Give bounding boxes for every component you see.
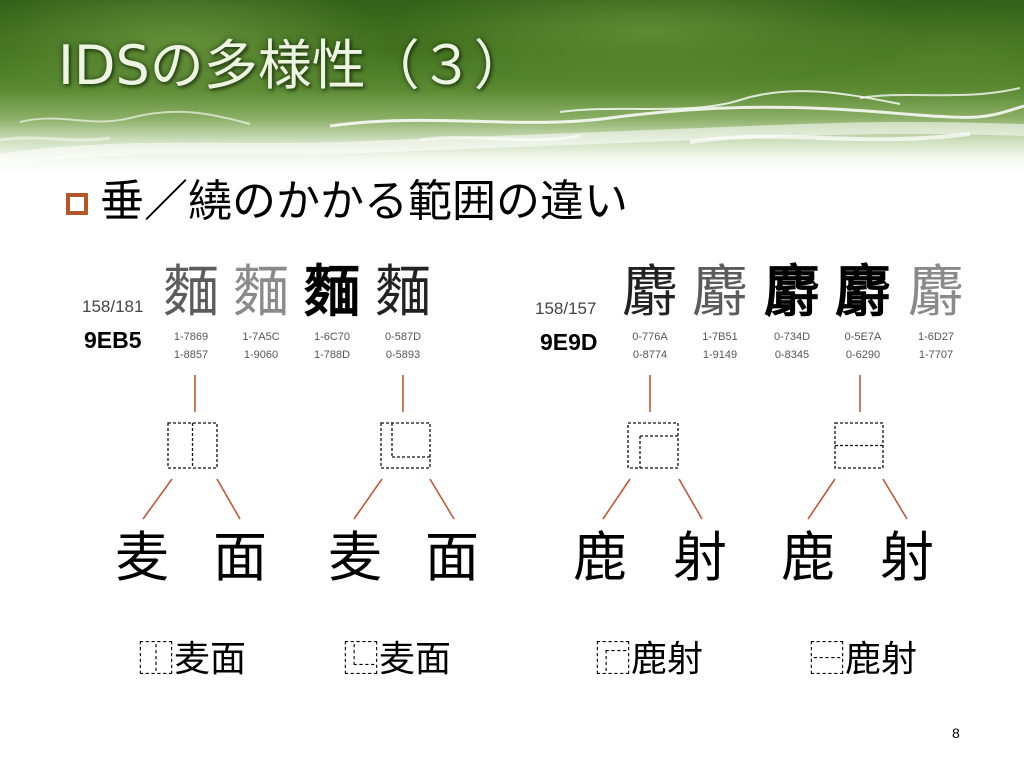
glyph-count-label: 158/157 [535,299,597,318]
component-char: 射 [673,526,727,589]
bullet-square-icon [66,193,88,215]
component-char: 鹿 [573,526,627,589]
glyph-variant: 麝 0-776A 0-8774 [615,262,685,364]
ids-tree [142,375,241,520]
glyph-code: 1-7869 [173,331,209,343]
tree-branch-line [353,478,383,520]
glyph-code: 1-7707 [918,349,954,361]
glyph-code: 1-8857 [173,349,209,361]
glyph-variant: 麵 0-587D 0-5893 [368,262,438,364]
glyph-variant: 麵 1-7A5C 1-9060 [226,262,296,364]
glyph-code: 1-7A5C [242,331,280,343]
glyph-code: 0-5E7A [844,331,882,343]
idc-surround-upper-left-icon [627,422,679,469]
idc-surround-lower-left-icon [380,422,431,469]
glyph-count-label: 158/181 [82,297,144,316]
banner-brush-strokes [0,87,1024,166]
glyph-image: 麵 [163,260,219,325]
ids-tree [807,375,908,520]
glyph-code: 0-8345 [774,349,810,361]
codepoint-label: 9EB5 [84,327,142,353]
glyph-code: 1-7B51 [702,331,738,343]
idc-above-below-icon [834,422,884,469]
glyph-code: 0-5893 [385,349,421,361]
glyph-code: 1-9060 [243,349,279,361]
glyph-code: 1-9149 [702,349,738,361]
tree-branch-line [807,478,836,520]
idc-left-right-icon [167,422,218,469]
glyph-code: 0-734D [773,331,811,343]
component-char: 麦 [115,526,169,589]
glyph-image: 麝 [908,260,964,325]
glyph-image: 麝 [764,260,820,325]
tree-branch-line [142,478,173,520]
glyph-image: 麝 [692,260,748,325]
glyph-variant: 麝 0-734D 0-8345 [757,262,827,364]
glyph-image: 麵 [375,260,431,325]
component-char: 面 [213,526,267,589]
glyph-code: 0-8774 [632,349,668,361]
ids-tree [602,375,703,520]
page-number: 8 [952,725,960,741]
ids-tree [353,375,455,520]
glyph-variant: 麝 1-7B51 1-9149 [685,262,755,364]
glyph-variant: 麵 1-7869 1-8857 [156,262,226,364]
codepoint-label: 9E9D [540,329,598,355]
ids-label: ⿰麦面 [138,639,247,680]
glyph-code: 1-788D [313,349,351,361]
glyph-image: 麵 [233,260,289,325]
tree-branch-line [678,478,703,520]
tree-branch-line [429,478,455,520]
component-char: 鹿 [781,526,835,589]
tree-branch-line [216,478,241,520]
ids-label: ⿸鹿射 [595,639,704,680]
ids-label: ⿺麦面 [343,639,452,680]
glyph-code: 1-6C70 [313,331,351,343]
ids-label: ⿱鹿射 [809,639,918,680]
title-banner: IDSの多様性（３） [0,0,1024,172]
tree-branch-line [602,478,631,520]
tree-branch-line [882,478,908,520]
component-char: 麦 [328,526,382,589]
glyph-variant: 麝 0-5E7A 0-6290 [828,262,898,364]
component-char: 面 [425,526,479,589]
glyph-code: 0-587D [384,331,422,343]
glyph-code: 0-776A [632,331,668,343]
glyph-code: 0-6290 [845,349,881,361]
component-char: 射 [880,526,934,589]
bullet-text: 垂／繞のかかる範囲の違い [100,176,628,227]
glyph-image: 麵 [304,260,360,325]
glyph-variant: 麝 1-6D27 1-7707 [901,262,971,364]
glyph-image: 麝 [622,260,678,325]
glyph-code: 1-6D27 [917,331,955,343]
glyph-image: 麝 [835,260,891,325]
slide-title: IDSの多様性（３） [58,34,528,97]
glyph-variant: 麵 1-6C70 1-788D [297,262,367,364]
